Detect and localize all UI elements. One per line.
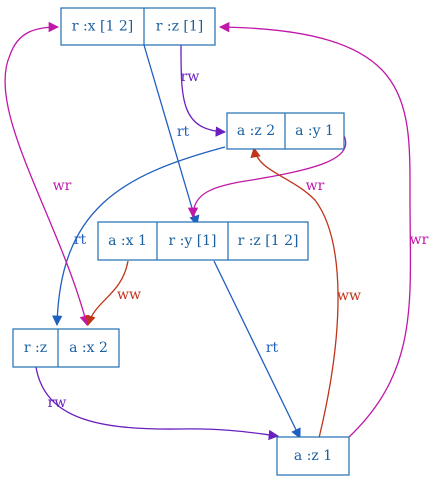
edge-label: ww xyxy=(117,287,141,303)
edge-wr-n2-n3 xyxy=(187,131,347,219)
node-cell: a :y 1 xyxy=(295,123,334,139)
node-cell: r :x [1 2] xyxy=(72,19,133,35)
edge-label: wr xyxy=(53,178,72,194)
node-cell: r :z xyxy=(24,340,47,356)
edge-ww-n5-n2 xyxy=(250,146,339,439)
edge-label: wr xyxy=(306,178,325,194)
edge-label: ww xyxy=(337,288,361,304)
edges: rt rw wr rt wr ww rt ww wr rw xyxy=(4,21,429,441)
node-n4: r :z a :x 2 xyxy=(12,328,120,368)
edge-label: wr xyxy=(410,232,429,248)
node-cell: a :z 2 xyxy=(237,123,275,139)
node-n2: a :z 2 a :y 1 xyxy=(226,112,345,150)
edge-wr-n5-n1 xyxy=(218,21,412,439)
edge-label: rt xyxy=(177,124,190,140)
node-n1: r :x [1 2] r :z [1] xyxy=(60,7,216,46)
edge-wr-n4-n1 xyxy=(4,21,90,327)
node-n3: a :x 1 r :y [1] r :z [1 2] xyxy=(97,221,309,261)
edge-rt-n1-n3 xyxy=(143,44,200,226)
node-cell: r :y [1] xyxy=(168,233,216,249)
nodes: r :x [1 2] r :z [1] a :z 2 a :y 1 a :x 1… xyxy=(12,7,350,476)
edge-rw-n1-n2 xyxy=(180,44,227,137)
edge-label: rw xyxy=(48,395,67,411)
edge-rt-n3-n5 xyxy=(213,260,301,439)
edge-label: rw xyxy=(181,69,200,85)
edge-ww-n3-n4 xyxy=(85,260,129,327)
edge-label: rt xyxy=(266,340,279,356)
node-cell: r :z [1] xyxy=(156,19,204,35)
node-n5: a :z 1 xyxy=(276,436,350,476)
node-cell: a :x 2 xyxy=(69,340,108,356)
node-cell: a :z 1 xyxy=(294,448,332,464)
node-cell: a :x 1 xyxy=(108,233,147,249)
edge-rw-n4-n5 xyxy=(35,366,280,441)
edge-label: rt xyxy=(74,232,87,248)
node-cell: r :z [1 2] xyxy=(238,233,299,249)
